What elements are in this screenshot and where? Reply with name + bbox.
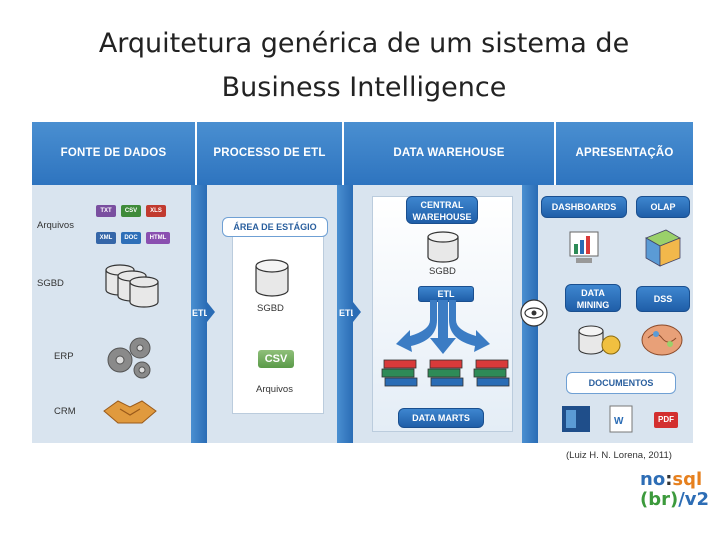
data-marts-books-icon xyxy=(381,359,510,387)
column-header-bar: FONTE DE DADOS PROCESSO DE ETL DATA WARE… xyxy=(32,122,693,185)
file-badge-xml: XML xyxy=(96,232,116,244)
header-divider xyxy=(342,122,344,185)
central-warehouse-title: CENTRAL WAREHOUSE xyxy=(406,196,478,224)
svg-text:W: W xyxy=(614,416,624,427)
slide-title: Arquitetura genérica de um sistema de Bu… xyxy=(0,22,728,110)
handshake-icon xyxy=(103,400,157,424)
source-erp-label: ERP xyxy=(54,351,74,362)
olap-cube-icon xyxy=(645,229,681,267)
staging-area-title: ÁREA DE ESTÁGIO xyxy=(222,217,328,237)
warehouse-sgbd-label: SGBD xyxy=(429,266,456,277)
file-badge-xls: XLS xyxy=(146,205,166,217)
file-badge-csv: CSV xyxy=(121,205,141,217)
header-data-warehouse: DATA WAREHOUSE xyxy=(393,147,505,159)
citation: (Luiz H. N. Lorena, 2011) xyxy=(566,450,672,461)
csv-file-icon: CSV xyxy=(258,350,294,368)
data-mining-button: DATA MINING xyxy=(565,284,621,312)
eye-icon xyxy=(520,299,548,327)
spreadsheet-doc-icon xyxy=(562,406,590,432)
staging-arquivos-label: Arquivos xyxy=(256,384,293,395)
pdf-doc-icon: PDF xyxy=(654,412,678,428)
etl-label-right: ETL xyxy=(339,308,356,318)
database-icon xyxy=(255,259,289,297)
etl-arrow-left xyxy=(207,302,215,322)
source-sgbd-label: SGBD xyxy=(37,278,64,289)
header-apresentacao: APRESENTAÇÃO xyxy=(575,147,674,159)
dss-button: DSS xyxy=(636,286,690,312)
etl-bar-right xyxy=(337,185,353,443)
header-fonte-de-dados: FONTE DE DADOS xyxy=(60,147,167,159)
source-arquivos-label: Arquivos xyxy=(37,220,74,231)
nosql-br-logo: no:sql (br)/v2 xyxy=(640,469,710,510)
distribution-arrows-icon xyxy=(396,300,490,354)
file-badge-doc: DOC xyxy=(121,232,141,244)
database-stack-icon xyxy=(105,264,159,308)
brain-icon xyxy=(641,324,683,356)
etl-arrow-right xyxy=(353,302,361,322)
miner-database-icon xyxy=(578,325,621,355)
file-badge-txt: TXT xyxy=(96,205,116,217)
gears-icon xyxy=(107,337,151,379)
source-crm-label: CRM xyxy=(54,406,76,417)
etl-label-left: ETL xyxy=(192,308,209,318)
header-divider xyxy=(554,122,556,185)
staging-area-panel xyxy=(232,230,324,414)
header-divider xyxy=(195,122,197,185)
diagram-body xyxy=(32,185,693,443)
file-badge-html: HTML xyxy=(146,232,170,244)
data-marts-title: DATA MARTS xyxy=(398,408,484,428)
warehouse-database-icon xyxy=(427,231,459,263)
title-line-2: Business Intelligence xyxy=(221,72,507,103)
title-line-1: Arquitetura genérica de um sistema de xyxy=(98,28,630,59)
olap-button: OLAP xyxy=(636,196,690,218)
chart-report-icon xyxy=(569,231,599,263)
staging-sgbd-label: SGBD xyxy=(257,303,284,314)
etl-bar-left xyxy=(191,185,207,443)
dashboards-button: DASHBOARDS xyxy=(541,196,627,218)
documentos-button: DOCUMENTOS xyxy=(566,372,676,394)
word-doc-icon: W xyxy=(609,405,633,433)
header-processo-etl: PROCESSO DE ETL xyxy=(213,147,326,159)
